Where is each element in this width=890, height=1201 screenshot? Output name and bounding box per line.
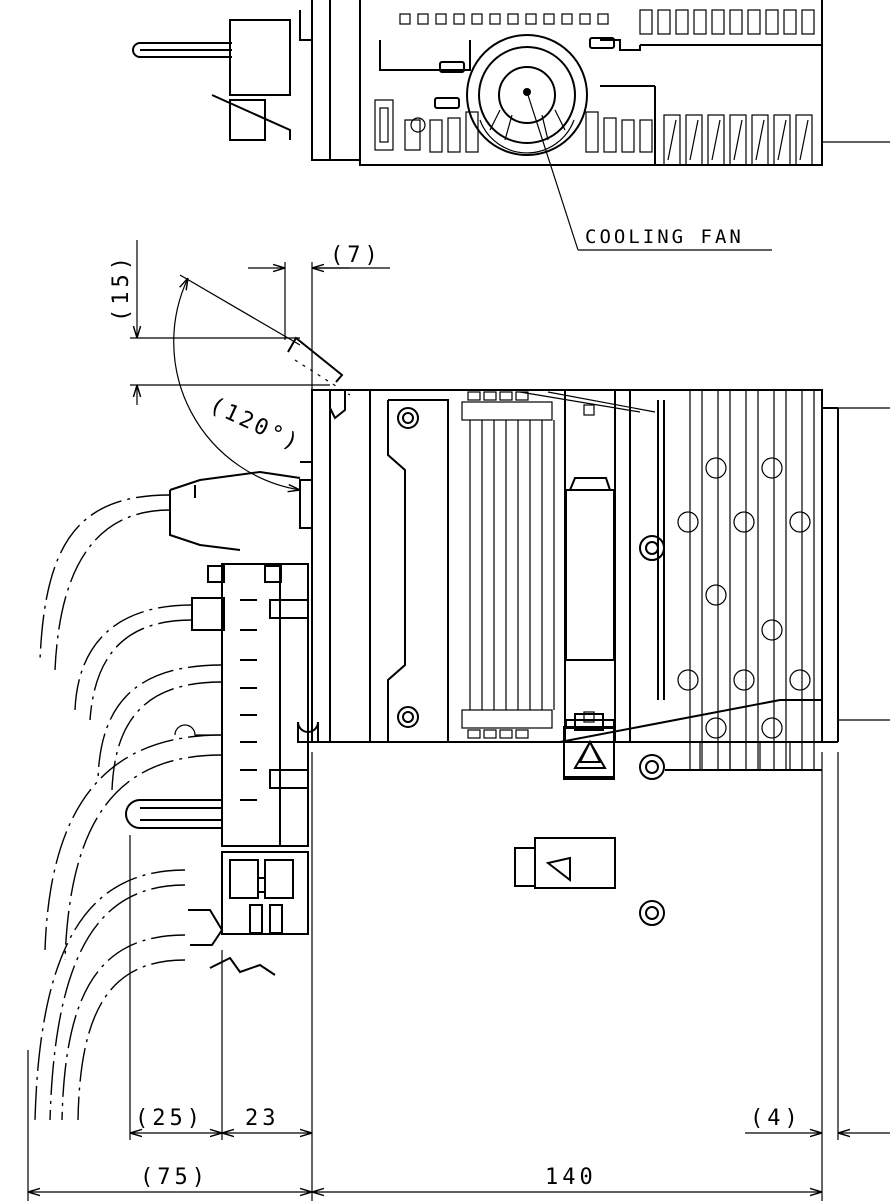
latch-up (563, 713, 615, 780)
dim-4: (4) (750, 1106, 802, 1131)
dim-25: (25) (135, 1106, 204, 1131)
dim-15: (15) (109, 253, 134, 322)
vent-row-bottom (374, 85, 656, 165)
cooling-fan-label: COOLING FAN (585, 226, 744, 248)
dim-7: (7) (330, 243, 382, 268)
dim-140: 140 (545, 1165, 597, 1190)
dim-angle: (120°) (205, 393, 304, 457)
cooling-fan (466, 34, 588, 156)
top-view (132, 0, 890, 166)
vent-row-top (399, 9, 815, 35)
cooling-fan-callout: COOLING FAN (526, 91, 772, 251)
side-view (34, 274, 890, 1121)
dimension-lines (27, 240, 890, 1201)
connector-stack (125, 470, 319, 976)
dim-23: 23 (245, 1106, 280, 1131)
latch-left (514, 837, 616, 889)
heatsink-side (559, 390, 822, 771)
cable-paths (34, 494, 223, 1121)
dim-75: (75) (140, 1165, 209, 1190)
vertical-ribs (461, 391, 555, 739)
heatsink-fins-top (663, 114, 813, 166)
